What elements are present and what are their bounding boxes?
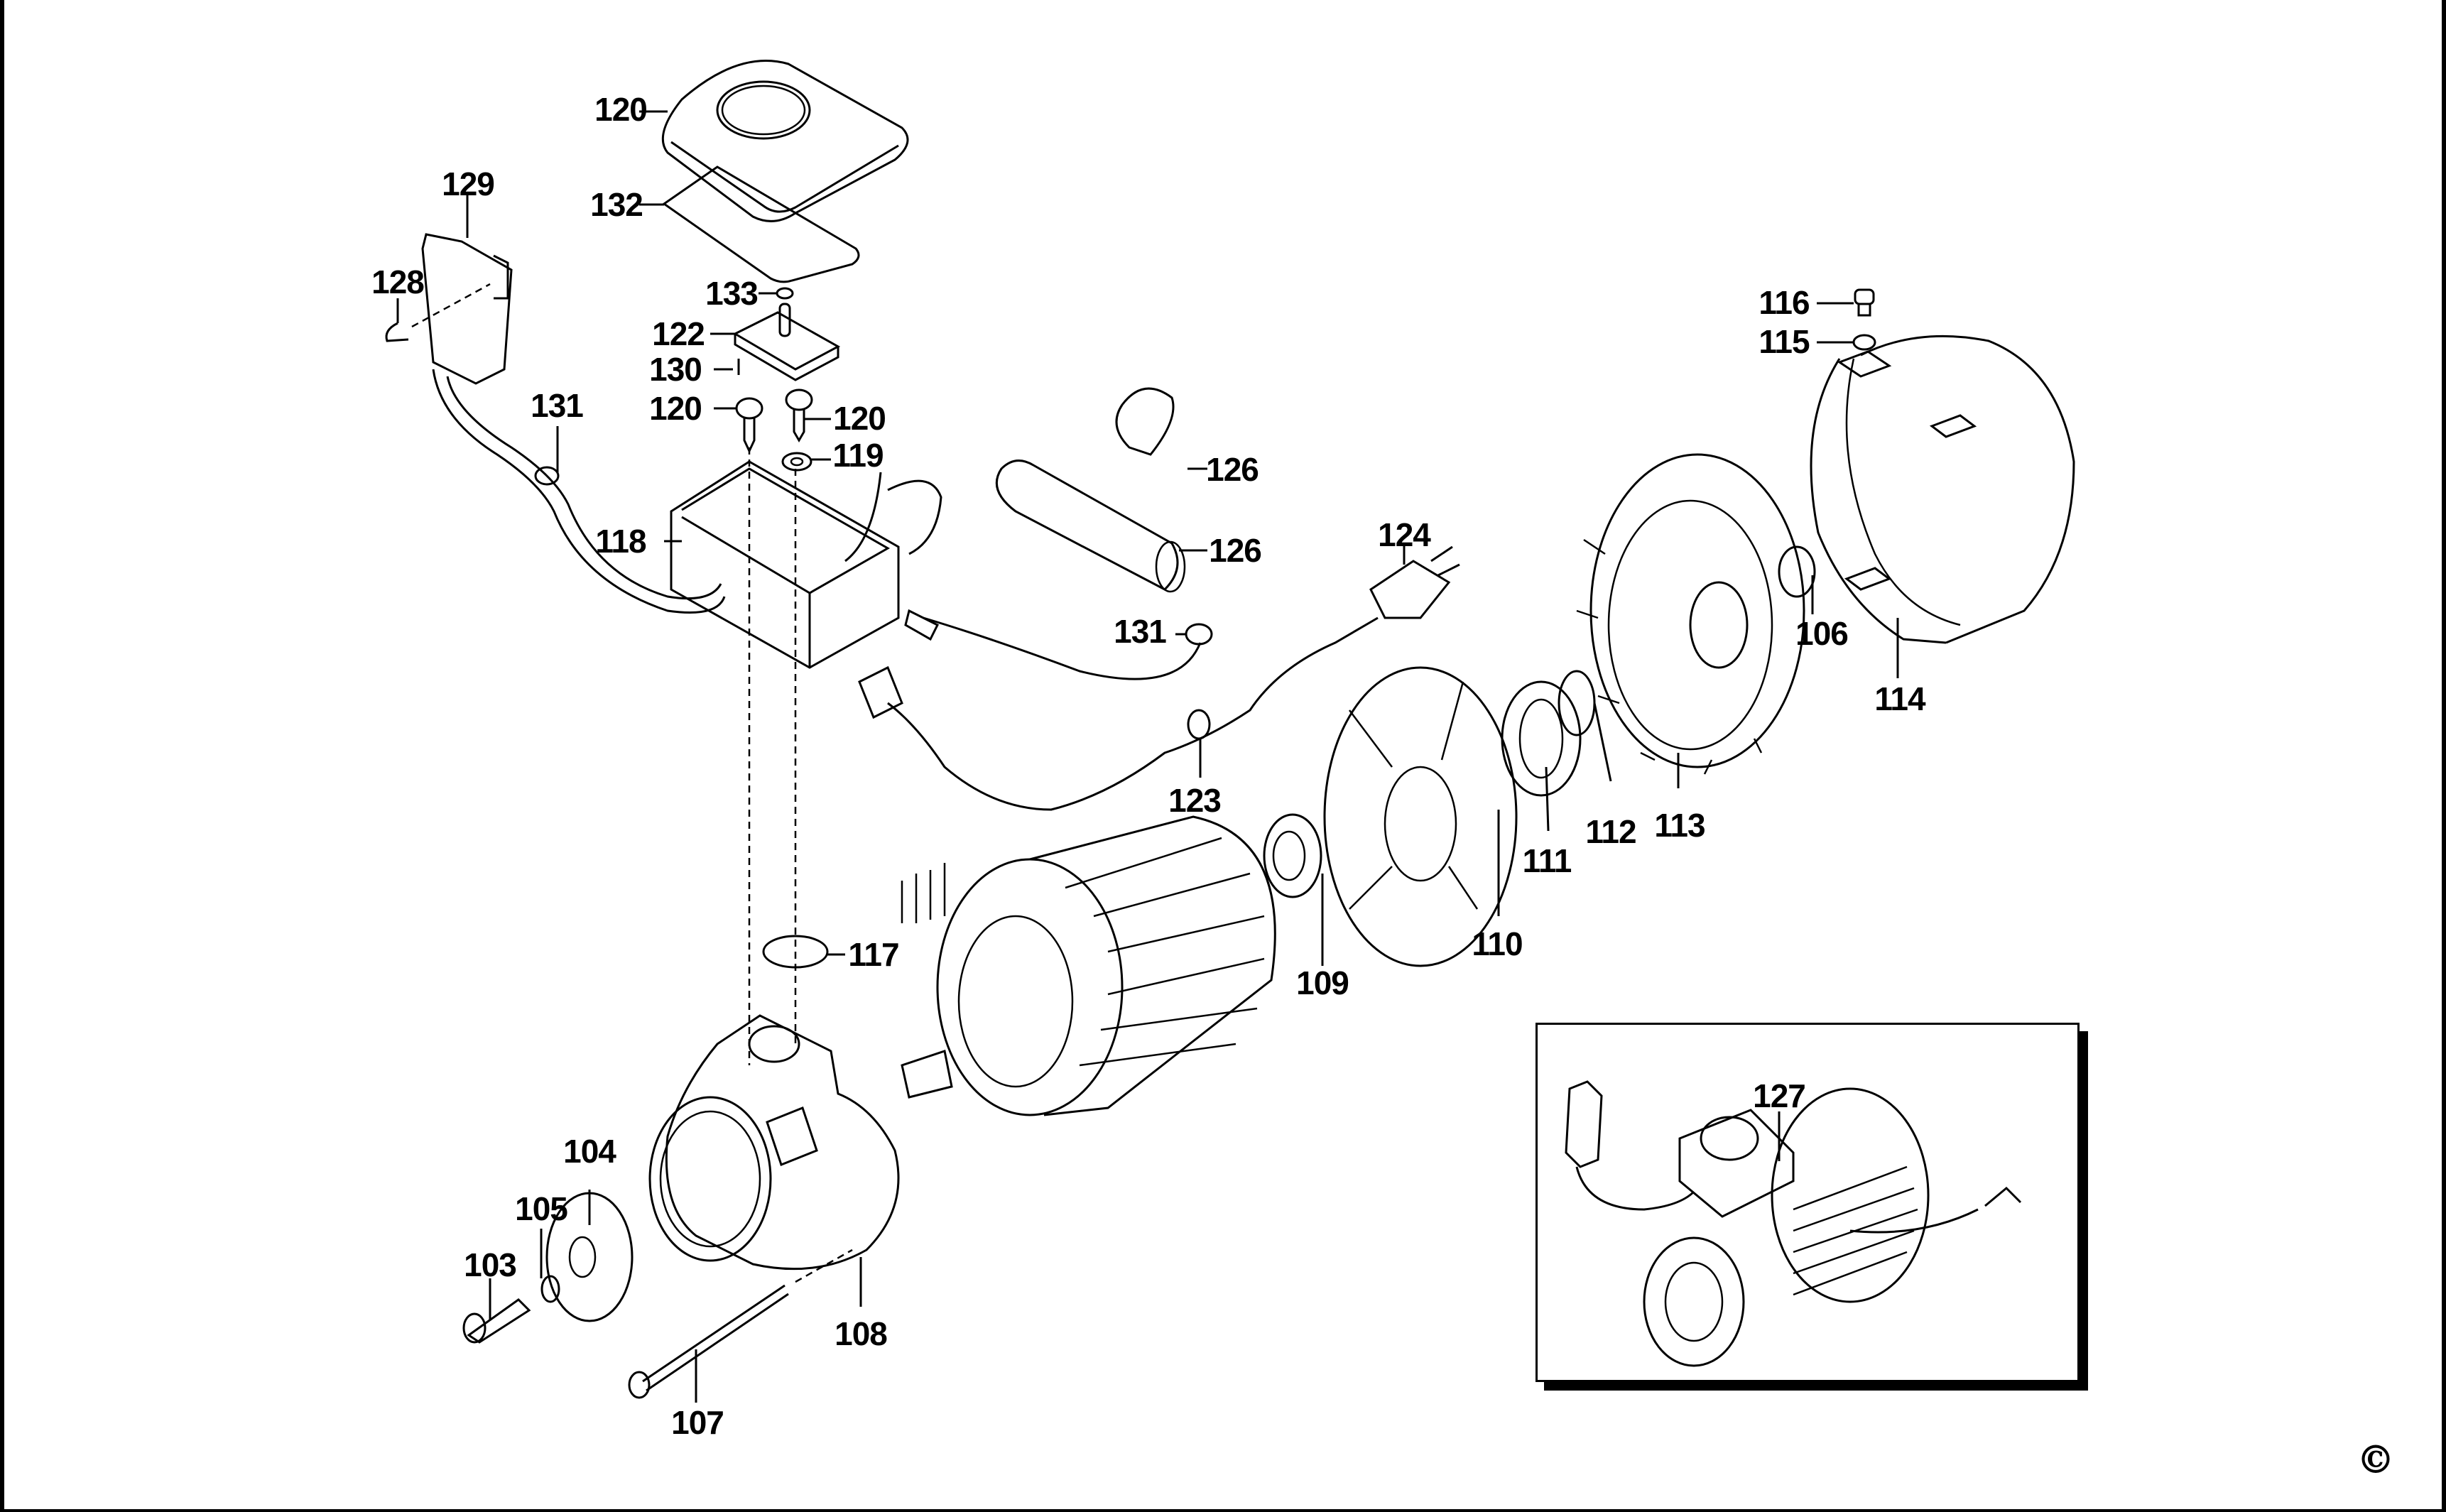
part-125-strap bbox=[1115, 387, 1175, 456]
part-119-washer bbox=[781, 452, 812, 472]
copyright-symbol: © bbox=[2357, 1437, 2395, 1482]
part-110-end-shield bbox=[1323, 666, 1518, 967]
part-115-washer bbox=[1852, 334, 1876, 351]
frame-border-right bbox=[2442, 0, 2446, 1512]
part-label-126: 126 bbox=[1209, 532, 1262, 569]
part-131-grommet-b bbox=[1185, 623, 1213, 646]
leader-112 bbox=[1593, 702, 1612, 782]
part-label-111: 111 bbox=[1522, 842, 1572, 879]
part-label-125: 126 bbox=[1206, 451, 1259, 488]
pump-housing bbox=[648, 1014, 900, 1271]
part-label-115: 115 bbox=[1759, 323, 1810, 360]
part-123-cable-grommet bbox=[1187, 709, 1211, 740]
part-132-gasket bbox=[662, 165, 860, 283]
switch-cable bbox=[432, 369, 726, 614]
part-122-terminal-block bbox=[732, 303, 841, 381]
stator-rotor-assembly bbox=[901, 815, 1276, 1116]
part-129-pressure-switch bbox=[421, 233, 513, 385]
part-label-122: 122 bbox=[652, 315, 705, 352]
part-124-plug bbox=[1369, 545, 1460, 619]
part-105-washer bbox=[540, 1275, 560, 1303]
assembled-unit-drawing bbox=[1565, 1080, 2022, 1367]
frame-border-bottom bbox=[0, 1509, 2446, 1512]
part-label-119: 119 bbox=[832, 437, 884, 474]
assembled-unit-inset: 127 bbox=[1535, 1023, 2080, 1382]
leader-119-curve bbox=[844, 472, 882, 562]
part-label-113: 113 bbox=[1654, 807, 1705, 844]
part-126-capacitor bbox=[995, 459, 1186, 593]
capacitor-connector bbox=[904, 609, 940, 641]
leader-111 bbox=[1545, 766, 1550, 832]
part-label-110: 110 bbox=[1472, 925, 1523, 962]
switch-cable-edge bbox=[446, 376, 722, 600]
part-118-terminal-box bbox=[670, 460, 942, 669]
part-111-seal bbox=[1501, 680, 1582, 797]
part-label-129: 129 bbox=[442, 165, 495, 202]
part-label-124: 124 bbox=[1378, 516, 1431, 553]
part-107-tie-rod bbox=[628, 1249, 853, 1399]
part-label-132: 132 bbox=[590, 186, 643, 223]
part-113-fan bbox=[1576, 453, 1805, 775]
part-label-117: 117 bbox=[848, 936, 899, 973]
part-label-116: 116 bbox=[1759, 284, 1810, 321]
part-label-104: 104 bbox=[563, 1133, 616, 1170]
part-label-108: 108 bbox=[835, 1315, 888, 1352]
part-128-clip bbox=[385, 283, 491, 342]
part-131-grommet-a bbox=[534, 466, 560, 486]
frame-border-left bbox=[0, 0, 4, 1512]
part-label-105: 105 bbox=[515, 1190, 568, 1227]
part-112-ring bbox=[1558, 670, 1596, 736]
part-106-ring bbox=[1778, 545, 1816, 598]
part-label-127: 127 bbox=[1753, 1077, 1806, 1114]
part-120-screw-right bbox=[785, 388, 813, 442]
part-label-120-right: 120 bbox=[833, 400, 886, 437]
part-label-114: 114 bbox=[1874, 680, 1925, 717]
part-116-screw bbox=[1854, 288, 1875, 317]
part-label-109: 109 bbox=[1296, 964, 1349, 1001]
part-103-bolt bbox=[462, 1298, 531, 1344]
part-117-oring bbox=[762, 935, 829, 969]
part-label-128: 128 bbox=[371, 263, 425, 300]
part-114-fan-cover bbox=[1810, 335, 2075, 644]
part-label-106: 106 bbox=[1795, 615, 1849, 652]
part-label-121: 120 bbox=[594, 91, 648, 128]
part-label-131-a: 131 bbox=[531, 387, 584, 424]
capacitor-cable bbox=[923, 616, 1202, 680]
part-label-120-left: 120 bbox=[649, 390, 702, 427]
power-cable-connector bbox=[858, 665, 903, 719]
part-label-112: 112 bbox=[1585, 813, 1636, 850]
part-123-power-cable bbox=[887, 616, 1379, 811]
part-label-131-b: 131 bbox=[1114, 613, 1167, 650]
part-label-130: 130 bbox=[649, 351, 702, 388]
part-label-133: 133 bbox=[705, 275, 759, 312]
part-133-oring bbox=[776, 287, 794, 300]
leader-127 bbox=[1778, 1111, 1781, 1161]
part-label-118: 118 bbox=[595, 523, 646, 560]
part-label-123: 123 bbox=[1168, 782, 1222, 819]
part-label-103: 103 bbox=[464, 1246, 517, 1283]
part-109-bearing bbox=[1263, 813, 1322, 898]
part-label-107: 107 bbox=[671, 1404, 724, 1441]
part-121-terminal-cover bbox=[661, 60, 909, 222]
part-120-screw-left bbox=[735, 397, 763, 454]
